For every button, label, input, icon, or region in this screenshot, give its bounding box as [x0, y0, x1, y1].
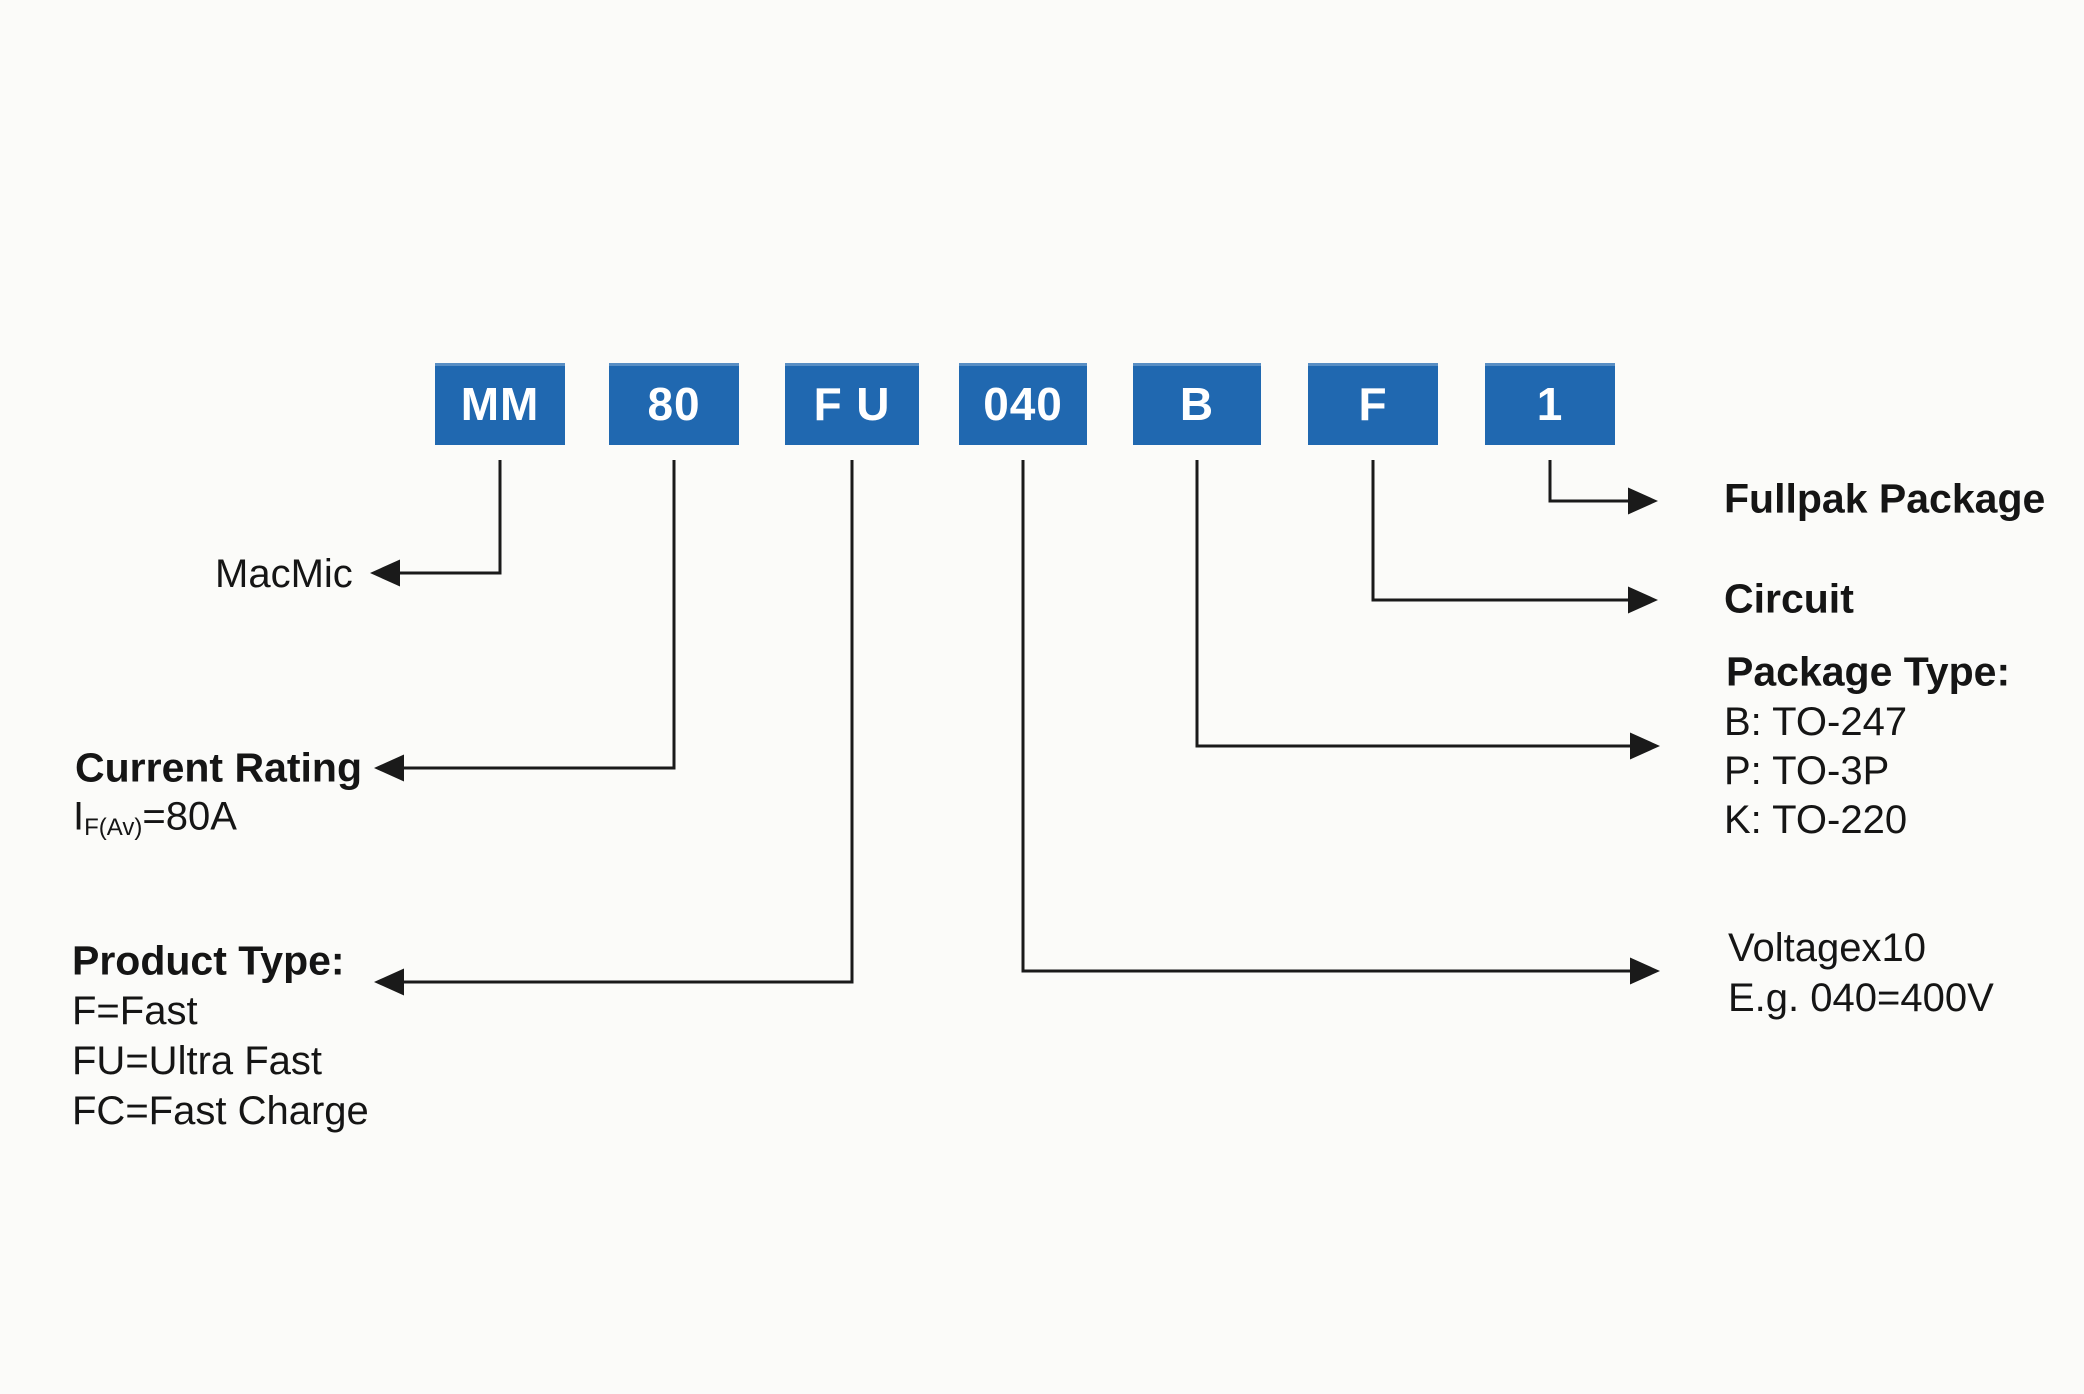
voltage-label-line2: E.g. 040=400V: [1728, 976, 1994, 1020]
part-box-mm: MM: [435, 363, 565, 445]
part-box-fu: F U: [785, 363, 919, 445]
fullpak-package-label: Fullpak Package: [1724, 475, 2046, 522]
circuit-label: Circuit: [1724, 575, 1854, 622]
voltage-label-line1: Voltagex10: [1728, 926, 1926, 970]
part-box-b: B: [1133, 363, 1261, 445]
part-box-040: 040: [959, 363, 1087, 445]
connector-b-to-package-type: [1195, 460, 1660, 760]
product-type-option-fc: FC=Fast Charge: [72, 1089, 369, 1133]
connector-f-to-circuit: [1371, 460, 1658, 614]
current-rating-value: IF(Av)=80A: [73, 795, 237, 842]
connector-1-to-fullpak: [1548, 460, 1658, 515]
product-type-title: Product Type:: [72, 937, 345, 984]
connector-80-to-current-rating: [374, 460, 676, 782]
macmic-label: MacMic: [215, 552, 353, 596]
current-amps: =80A: [142, 794, 237, 839]
part-box-f: F: [1308, 363, 1438, 445]
package-type-option-k: K: TO-220: [1724, 798, 1908, 842]
package-type-title: Package Type:: [1726, 648, 2011, 695]
current-rating-title: Current Rating: [75, 744, 362, 791]
package-type-option-b: B: TO-247: [1724, 700, 1908, 744]
part-box-80: 80: [609, 363, 739, 445]
product-type-option-f: F=Fast: [72, 989, 198, 1033]
current-symbol: I: [73, 794, 85, 839]
current-subscript: F(Av): [84, 813, 143, 841]
part-box-1: 1: [1485, 363, 1615, 445]
connector-fu-to-product-type: [374, 460, 854, 996]
package-type-option-p: P: TO-3P: [1724, 749, 1890, 793]
connector-040-to-voltage: [1021, 460, 1660, 985]
product-type-option-fu: FU=Ultra Fast: [72, 1039, 323, 1083]
connector-mm-to-macmic: [370, 460, 502, 587]
